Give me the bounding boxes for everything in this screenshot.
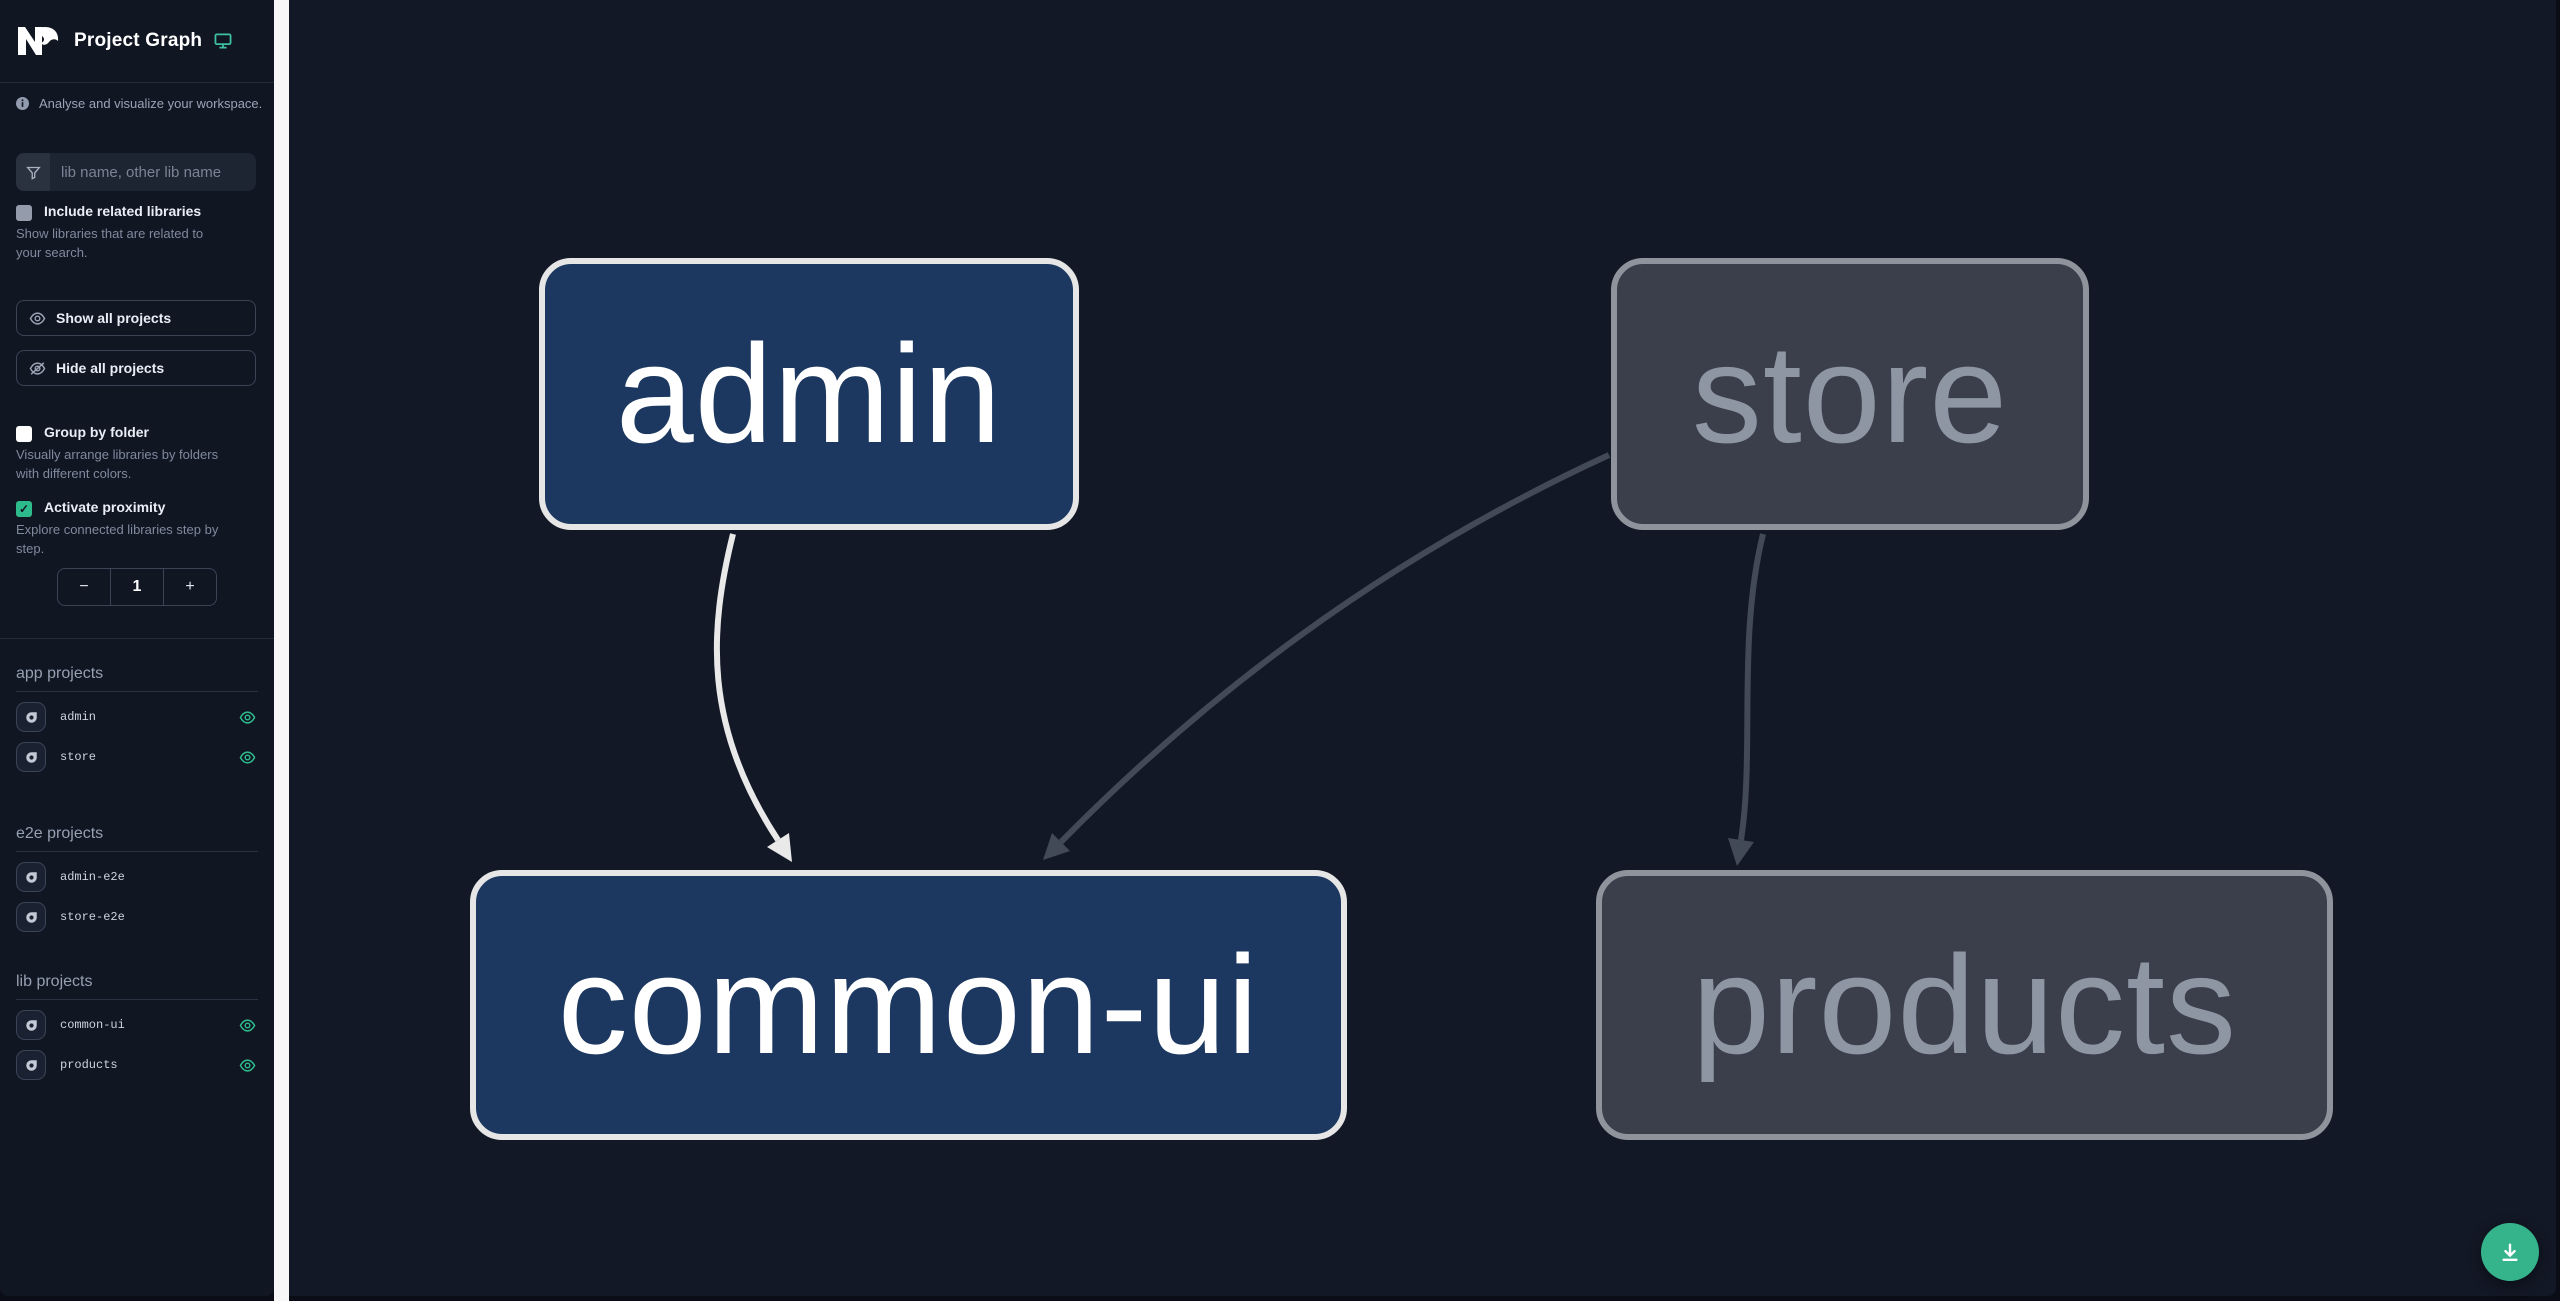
- graph-node-common-ui[interactable]: common-ui: [470, 870, 1347, 1140]
- graph-node-products[interactable]: products: [1596, 870, 2333, 1140]
- checkbox-activate-proximity[interactable]: ✓ Activate proximity Explore connected l…: [16, 499, 260, 559]
- tagline-text: Analyse and visualize your workspace.: [39, 96, 263, 111]
- sidebar-divider: [0, 638, 274, 639]
- checkbox-description: Explore connected libraries step by step…: [16, 522, 219, 556]
- hide-all-label: Hide all projects: [56, 360, 165, 376]
- nx-logo: [16, 26, 61, 56]
- toggle-visibility-eye-icon[interactable]: [239, 1018, 256, 1033]
- project-row-common-ui: common-ui: [16, 1010, 258, 1040]
- project-name: store-e2e: [60, 910, 125, 924]
- hide-all-projects-button[interactable]: Hide all projects: [16, 350, 256, 386]
- project-name: products: [60, 1058, 118, 1072]
- section-title: e2e projects: [16, 825, 258, 852]
- project-name: store: [60, 750, 97, 764]
- project-row-admin-e2e: admin-e2e: [16, 862, 258, 892]
- funnel-icon: [16, 153, 50, 191]
- project-name: admin-e2e: [60, 870, 125, 884]
- section-e2e-projects: e2e projects admin-e2e store-e2e: [16, 825, 258, 932]
- workspace-tagline: Analyse and visualize your workspace.: [16, 96, 264, 111]
- graph-node-store[interactable]: store: [1611, 258, 2089, 530]
- eye-off-icon: [29, 361, 46, 376]
- checkbox-description: Visually arrange libraries by folders wi…: [16, 447, 219, 481]
- toggle-visibility-eye-icon[interactable]: [239, 750, 256, 765]
- proximity-decrement-button[interactable]: −: [79, 578, 89, 595]
- checkbox-box[interactable]: [16, 205, 32, 221]
- monitor-icon: [214, 33, 232, 49]
- proximity-value: 1: [110, 569, 164, 605]
- show-all-label: Show all projects: [56, 310, 172, 326]
- edge-admin-common-ui: [713, 533, 792, 862]
- checkbox-box[interactable]: [16, 426, 32, 442]
- section-app-projects: app projects admin store: [16, 665, 258, 772]
- focus-project-button[interactable]: [16, 1050, 46, 1080]
- checkbox-group-by-folder[interactable]: Group by folder Visually arrange librari…: [16, 424, 260, 484]
- focus-project-button[interactable]: [16, 902, 46, 932]
- toggle-visibility-eye-icon[interactable]: [239, 710, 256, 725]
- project-name: common-ui: [60, 1018, 125, 1032]
- checkbox-box-checked[interactable]: ✓: [16, 501, 32, 517]
- checkbox-description: Show libraries that are related to your …: [16, 226, 204, 260]
- checkbox-include-related[interactable]: Include related libraries Show libraries…: [16, 203, 260, 263]
- graph-node-admin[interactable]: admin: [539, 258, 1079, 530]
- project-name: admin: [60, 710, 97, 724]
- filter-input[interactable]: [50, 153, 256, 191]
- section-title: lib projects: [16, 973, 258, 1000]
- show-all-projects-button[interactable]: Show all projects: [16, 300, 256, 336]
- focus-project-button[interactable]: [16, 862, 46, 892]
- project-row-admin: admin: [16, 702, 258, 732]
- edge-store-products: [1728, 533, 1766, 866]
- sidebar-scrollbar[interactable]: [274, 0, 289, 1301]
- proximity-stepper: − 1 +: [57, 568, 217, 606]
- section-title: app projects: [16, 665, 258, 692]
- graph-edges: [713, 452, 1766, 866]
- focus-project-button[interactable]: [16, 702, 46, 732]
- project-row-store-e2e: store-e2e: [16, 902, 258, 932]
- download-image-button[interactable]: [2481, 1223, 2539, 1281]
- checkbox-label: Activate proximity: [44, 499, 166, 515]
- project-row-products: products: [16, 1050, 258, 1080]
- project-row-store: store: [16, 742, 258, 772]
- sidebar-header: Project Graph: [0, 0, 274, 83]
- eye-icon: [29, 311, 46, 326]
- edge-store-common-ui: [1043, 452, 1611, 860]
- toggle-visibility-eye-icon[interactable]: [239, 1058, 256, 1073]
- graph-canvas[interactable]: admin store common-ui products: [289, 0, 2556, 1296]
- proximity-increment-button[interactable]: +: [185, 578, 195, 595]
- page-title: Project Graph: [74, 30, 203, 51]
- sidebar: Project Graph Analyse and visualize your…: [0, 0, 274, 1296]
- focus-project-button[interactable]: [16, 742, 46, 772]
- filter-box: [16, 153, 256, 191]
- info-icon: [16, 97, 29, 110]
- checkbox-label: Group by folder: [44, 424, 149, 440]
- section-lib-projects: lib projects common-ui products: [16, 973, 258, 1080]
- focus-project-button[interactable]: [16, 1010, 46, 1040]
- download-icon: [2499, 1241, 2521, 1263]
- checkbox-label: Include related libraries: [44, 203, 202, 219]
